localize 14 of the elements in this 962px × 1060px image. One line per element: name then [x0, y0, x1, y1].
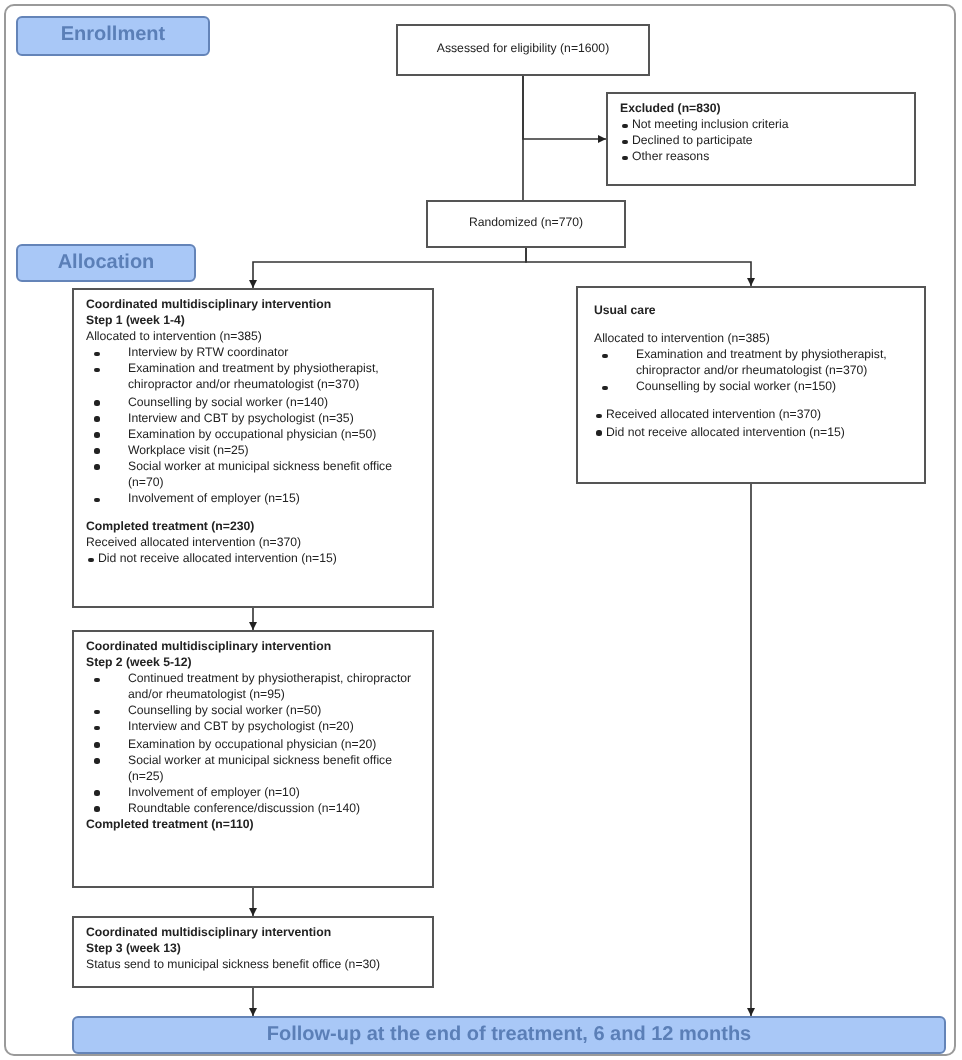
stage-banner: Allocation [16, 244, 196, 282]
arrow [747, 483, 755, 1017]
arrow [249, 887, 257, 917]
flow-box [576, 286, 926, 484]
arrow [249, 987, 257, 1017]
arrow [525, 247, 755, 287]
stage-banner: Follow-up at the end of treatment, 6 and 12 months [72, 1016, 946, 1054]
connector-line [522, 75, 524, 201]
arrow [249, 607, 257, 631]
stage-banner: Enrollment [16, 16, 210, 56]
flow-box [606, 92, 916, 186]
flow-box [72, 916, 434, 988]
flow-box [72, 288, 434, 608]
flow-box [72, 630, 434, 888]
